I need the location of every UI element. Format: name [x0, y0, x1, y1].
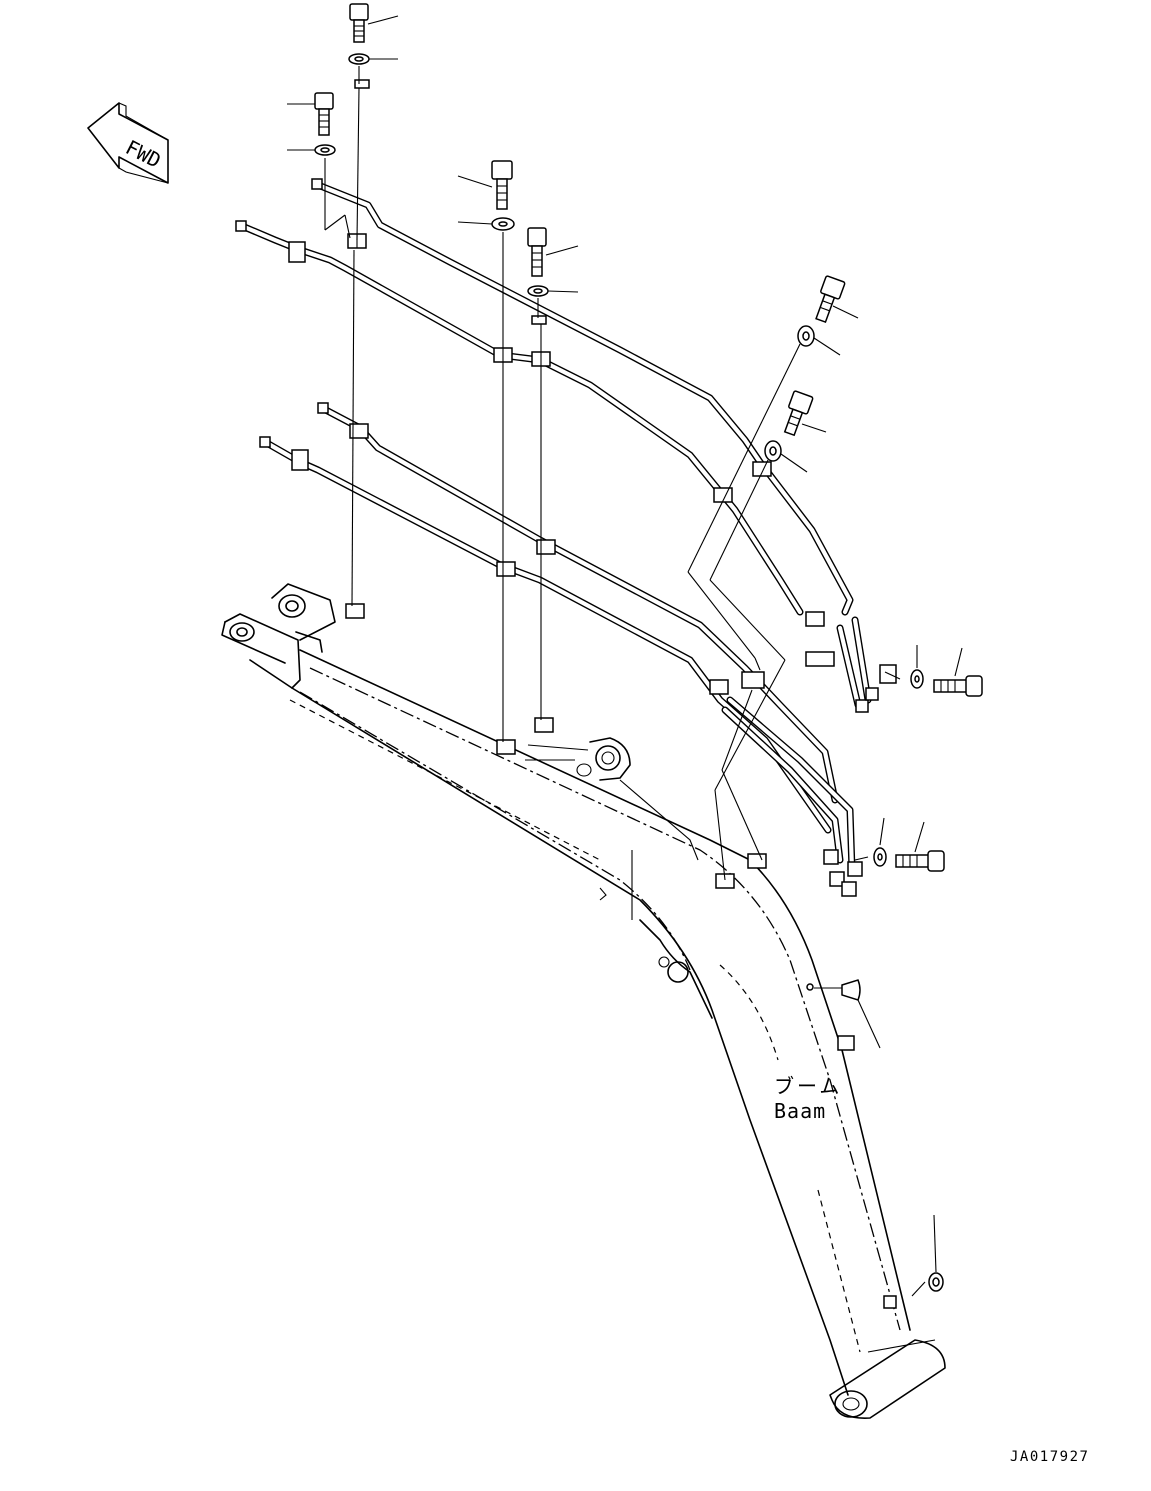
clamp-icon: [805, 651, 835, 667]
clamp-icon: [741, 671, 765, 689]
washer-icon: [764, 440, 782, 462]
washer-icon: [348, 53, 370, 65]
boom-outline: [221, 583, 946, 1419]
callout-leaders: [287, 15, 963, 1273]
fwd-arrow-icon: FWD: [87, 102, 169, 184]
clamp-icon: [354, 79, 370, 89]
clamp-icon: [747, 853, 767, 869]
washer-icon: [527, 285, 549, 297]
bolt-icon: [783, 390, 814, 437]
washer-icon: [314, 144, 336, 156]
washer-icon: [910, 669, 924, 689]
clamp-icon: [715, 873, 735, 889]
grease-fitting-icon: [806, 979, 861, 1001]
washer-icon: [491, 217, 515, 231]
clamp-icon: [805, 611, 825, 627]
clamp-icon: [349, 423, 369, 439]
clamp-icon: [534, 717, 554, 733]
clamp-icon: [345, 603, 365, 619]
clamp-icon: [291, 449, 309, 471]
bolt-icon: [895, 850, 945, 872]
bolt-icon: [527, 227, 547, 277]
bolt-icon: [349, 3, 369, 43]
boom-label-english: Baam: [774, 1099, 826, 1123]
bolt-icon: [314, 92, 334, 136]
drawing-code: JA017927: [1010, 1449, 1089, 1465]
fasteners: [314, 3, 983, 1292]
plug-icon: [928, 1272, 944, 1292]
washer-icon: [797, 325, 815, 347]
clamp-icon: [536, 539, 556, 555]
bolt-icon: [933, 675, 983, 697]
clamp-icon: [496, 561, 516, 577]
fwd-label: FWD: [122, 135, 165, 173]
bolt-icon: [491, 160, 513, 210]
clamp-icon: [752, 461, 772, 477]
clamp-icon: [288, 241, 306, 263]
clamp-icon: [837, 1035, 855, 1051]
clamp-icon: [709, 679, 729, 695]
clamp-icon: [496, 739, 516, 755]
clamp-icon: [883, 1295, 897, 1309]
hydraulic-pipes: [238, 181, 872, 874]
clamp-set: [288, 79, 897, 1309]
washer-icon: [873, 847, 887, 867]
pipe-fittings: [235, 178, 879, 897]
clamp-icon: [531, 315, 547, 325]
boom-label-japanese: ブーム: [774, 1074, 842, 1098]
bolt-icon: [815, 275, 846, 324]
assembly-lines: [324, 66, 926, 1297]
